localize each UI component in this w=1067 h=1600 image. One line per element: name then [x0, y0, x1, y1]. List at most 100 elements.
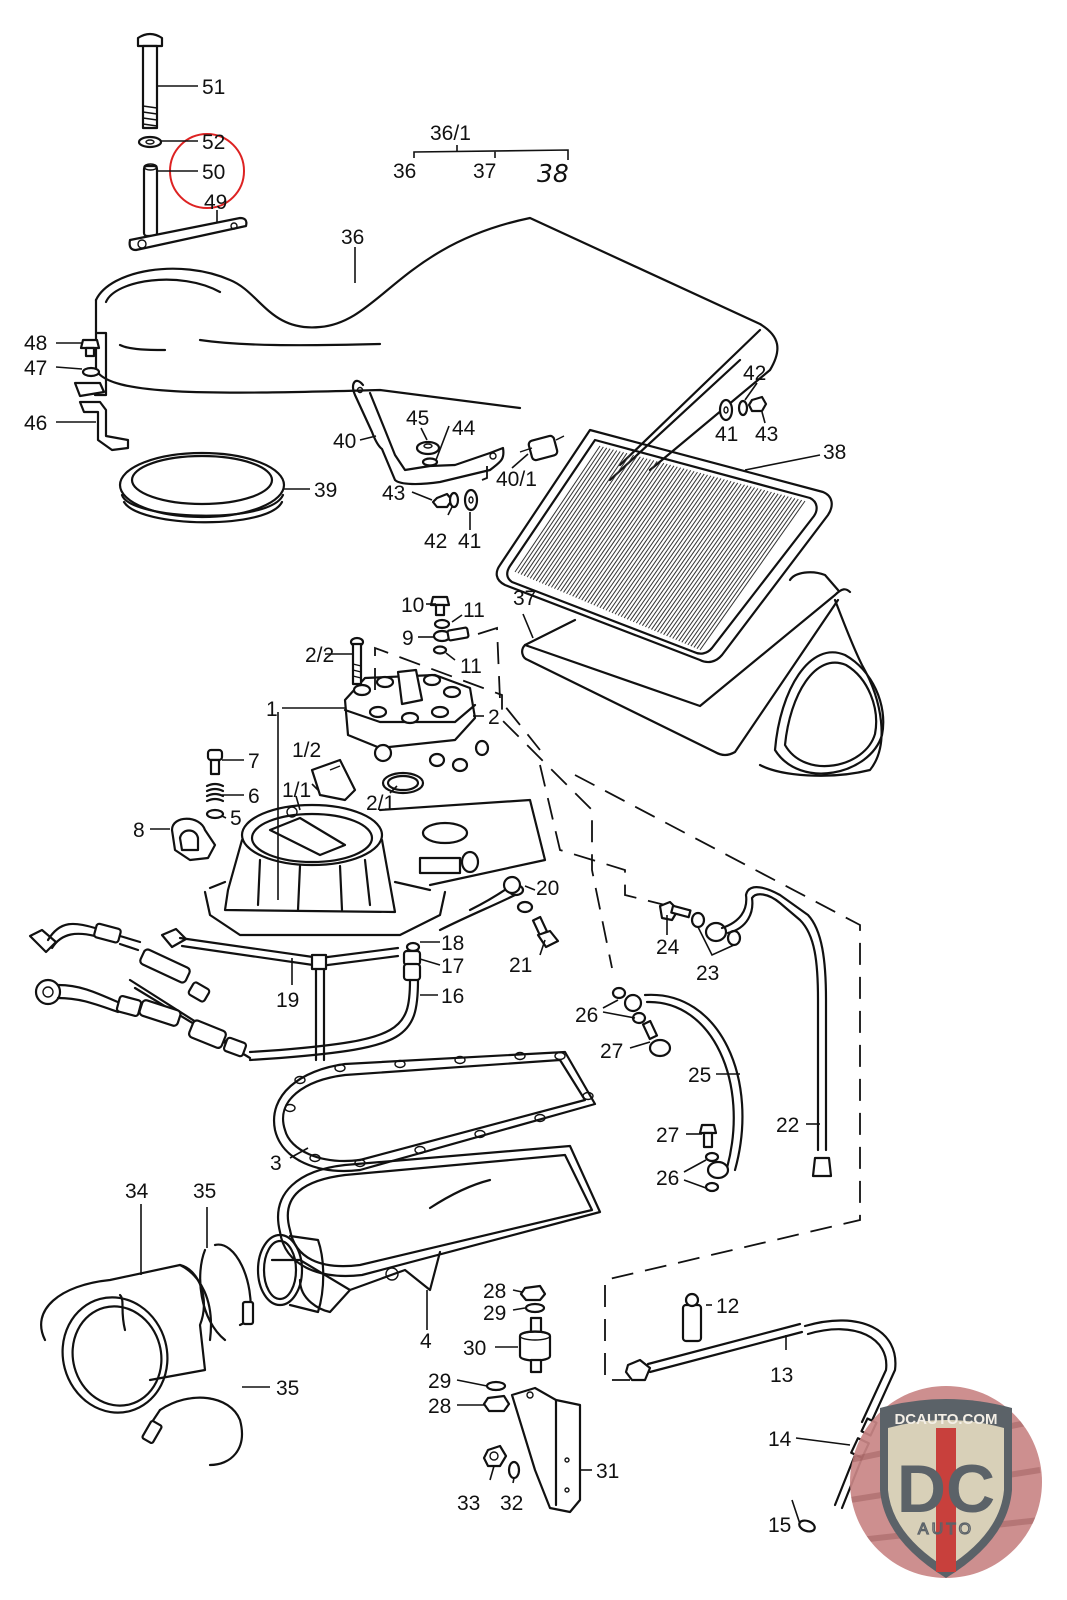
callout-1-2[interactable]: 1/2 — [292, 739, 321, 762]
callout-28-upper[interactable]: 28 — [483, 1280, 506, 1303]
callout-33[interactable]: 33 — [457, 1492, 480, 1515]
callout-29-upper[interactable]: 29 — [483, 1302, 506, 1325]
group-bracket-36-1 — [413, 145, 569, 160]
nut-28-lower — [482, 1394, 511, 1413]
callout-3[interactable]: 3 — [270, 1152, 282, 1175]
callout-41-right[interactable]: 41 — [715, 423, 738, 446]
callout-48[interactable]: 48 — [24, 332, 47, 355]
callout-10[interactable]: 10 — [401, 594, 424, 617]
callout-41-left[interactable]: 41 — [458, 530, 481, 553]
callout-27-lower[interactable]: 27 — [656, 1124, 679, 1147]
callout-20[interactable]: 20 — [536, 877, 559, 900]
callout-23[interactable]: 23 — [696, 962, 719, 985]
callout-5[interactable]: 5 — [230, 807, 242, 830]
dash-line-c — [539, 764, 666, 906]
callout-36[interactable]: 36 — [341, 226, 364, 249]
callout-4[interactable]: 4 — [420, 1330, 432, 1353]
callout-2[interactable]: 2 — [488, 706, 500, 729]
callout-36-group[interactable]: 36 — [393, 160, 416, 183]
callout-2-2[interactable]: 2/2 — [305, 644, 334, 667]
gasket-bolt-holes — [284, 1051, 594, 1168]
callout-35-upper[interactable]: 35 — [193, 1180, 216, 1203]
hose-clamp-35-lower — [141, 1396, 243, 1467]
callout-42-left[interactable]: 42 — [424, 530, 447, 553]
callout-1[interactable]: 1 — [266, 698, 278, 721]
callout-32[interactable]: 32 — [500, 1492, 523, 1515]
filter-pleat — [532, 451, 621, 580]
o-ring-2-1 — [381, 771, 425, 795]
callout-9[interactable]: 9 — [402, 627, 414, 650]
callout-45[interactable]: 45 — [406, 407, 429, 430]
callout-11-bottom[interactable]: 11 — [460, 655, 482, 678]
filter-pleat — [547, 455, 638, 587]
filter-pleat — [550, 456, 641, 588]
callout-25[interactable]: 25 — [688, 1064, 711, 1087]
callout-17[interactable]: 17 — [441, 955, 464, 978]
callout-43-right[interactable]: 43 — [755, 423, 778, 446]
callout-37[interactable]: 37 — [513, 587, 536, 610]
callout-26-upper[interactable]: 26 — [575, 1004, 598, 1027]
bolt-48 — [79, 338, 101, 358]
callout-19[interactable]: 19 — [276, 989, 299, 1012]
callout-27-upper[interactable]: 27 — [600, 1040, 623, 1063]
filter-pleat — [554, 457, 645, 589]
callout-6[interactable]: 6 — [248, 785, 260, 808]
callout-37-group[interactable]: 37 — [473, 160, 496, 183]
callout-29-lower[interactable]: 29 — [428, 1370, 451, 1393]
filter-pleat — [538, 452, 628, 583]
filter-pleat — [517, 446, 604, 574]
callout-44[interactable]: 44 — [452, 417, 476, 440]
callout-40[interactable]: 40 — [333, 430, 356, 453]
callout-52[interactable]: 52 — [202, 131, 225, 154]
callout-39[interactable]: 39 — [314, 479, 337, 502]
callout-30[interactable]: 30 — [463, 1337, 486, 1360]
callout-8[interactable]: 8 — [133, 819, 145, 842]
callout-35-lower[interactable]: 35 — [276, 1377, 299, 1400]
callout-1-1[interactable]: 1/1 — [282, 779, 311, 802]
callout-40-1[interactable]: 40/1 — [496, 468, 537, 491]
filter-pleat — [687, 497, 792, 646]
callout-11-top[interactable]: 11 — [463, 599, 485, 622]
dcauto-watermark: DCAUTO.COM DC AUTO — [850, 1386, 1042, 1578]
callout-34[interactable]: 34 — [125, 1180, 149, 1203]
callout-28-lower[interactable]: 28 — [428, 1395, 451, 1418]
callout-14[interactable]: 14 — [768, 1428, 792, 1451]
callout-50[interactable]: 50 — [202, 161, 225, 184]
filter-pleat — [614, 475, 712, 615]
gasket-bolt-hole — [554, 1051, 566, 1061]
callout-47[interactable]: 47 — [24, 357, 47, 380]
callout-24[interactable]: 24 — [656, 936, 680, 959]
filter-pleat — [651, 486, 752, 630]
callout-18[interactable]: 18 — [441, 932, 464, 955]
filter-pleat — [617, 476, 715, 616]
callout-21[interactable]: 21 — [509, 954, 532, 977]
callout-51[interactable]: 51 — [202, 76, 225, 99]
screw-7 — [206, 748, 224, 776]
callout-38-group[interactable]: 38 — [537, 159, 569, 188]
seal-18 — [405, 941, 421, 953]
distributor-ports — [352, 668, 462, 725]
callout-49[interactable]: 49 — [204, 191, 227, 214]
callout-36-1[interactable]: 36/1 — [430, 122, 471, 145]
filter-pleat — [638, 482, 739, 625]
callout-42-right[interactable]: 42 — [743, 362, 766, 385]
callout-2-1[interactable]: 2/1 — [366, 792, 395, 815]
callout-15[interactable]: 15 — [768, 1514, 791, 1537]
banjo-line-end — [438, 875, 522, 932]
rubber-mount-30 — [518, 1316, 552, 1374]
callout-22[interactable]: 22 — [776, 1114, 799, 1137]
callout-46[interactable]: 46 — [24, 412, 47, 435]
callout-31[interactable]: 31 — [596, 1460, 619, 1483]
callout-43-left[interactable]: 43 — [382, 482, 405, 505]
dash-line-a — [374, 646, 613, 969]
callout-7[interactable]: 7 — [248, 750, 260, 773]
callout-13[interactable]: 13 — [770, 1364, 793, 1387]
fuel-line-19 — [160, 927, 400, 1062]
callout-12[interactable]: 12 — [716, 1295, 739, 1318]
gasket-bolt-hole — [309, 1153, 321, 1163]
callout-38[interactable]: 38 — [823, 441, 846, 464]
callout-26-lower[interactable]: 26 — [656, 1167, 679, 1190]
nut-33 — [482, 1444, 508, 1468]
callout-16[interactable]: 16 — [441, 985, 464, 1008]
filter-pleat — [693, 498, 799, 648]
